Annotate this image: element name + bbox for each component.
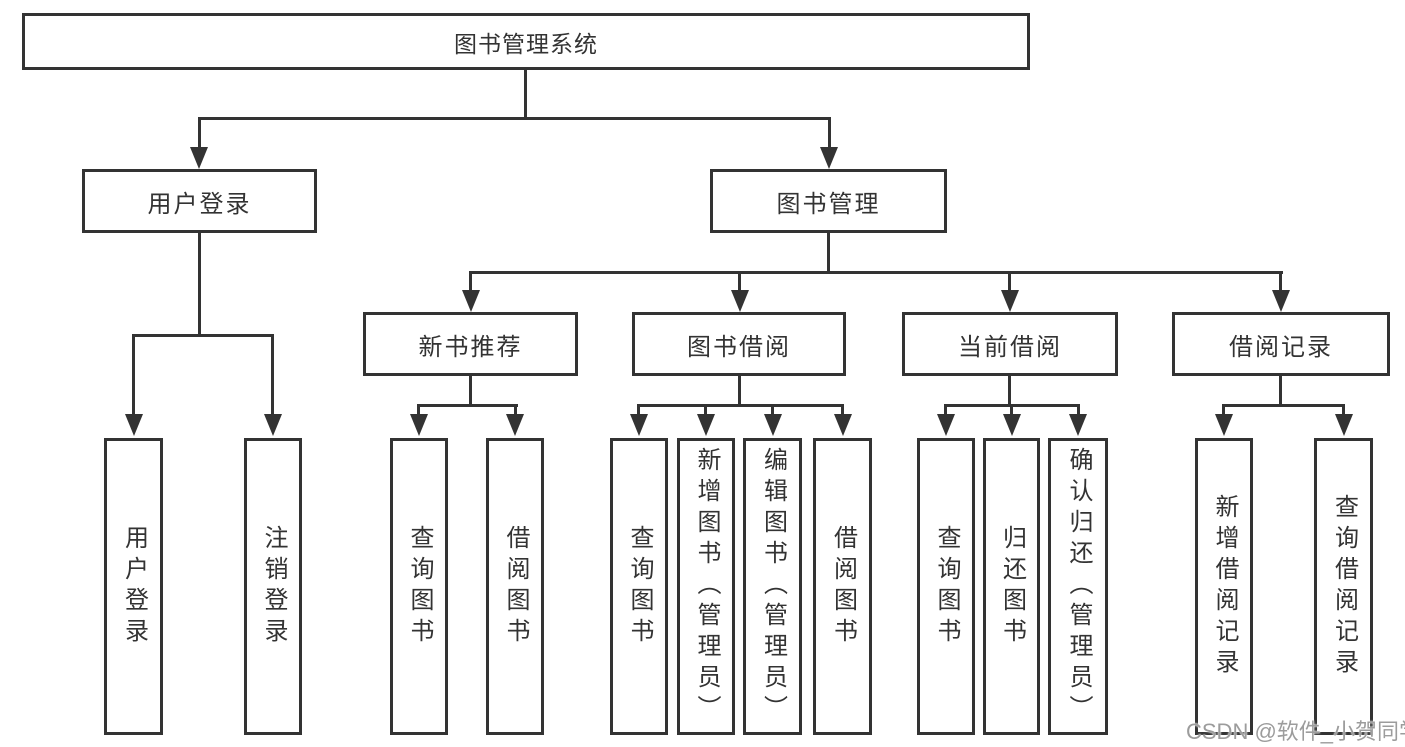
connector-line (1222, 404, 1345, 407)
arrow-down-icon (1069, 414, 1087, 436)
node-leaf-edit-books-admin: 编辑图书（管理员） (743, 438, 802, 735)
connector-line (1279, 271, 1282, 293)
node-leaf-borrow-books-recommend: 借阅图书 (486, 438, 544, 735)
node-new-book-recommendation: 新书推荐 (363, 312, 578, 376)
node-label: 查询图书 (933, 524, 960, 649)
connector-line (841, 404, 844, 417)
connector-line (198, 117, 831, 120)
connector-line (514, 404, 517, 417)
node-leaf-user-login: 用户登录 (104, 438, 163, 735)
arrow-down-icon (190, 147, 208, 169)
node-label: 注销登录 (260, 524, 287, 649)
arrow-down-icon (1001, 290, 1019, 312)
node-borrowing-records: 借阅记录 (1172, 312, 1390, 376)
arrow-down-icon (937, 414, 955, 436)
node-library-management-system: 图书管理系统 (22, 13, 1030, 70)
node-book-management: 图书管理 (710, 169, 947, 233)
arrow-down-icon (834, 414, 852, 436)
arrow-down-icon (1272, 290, 1290, 312)
node-leaf-logout: 注销登录 (244, 438, 302, 735)
connector-line (1222, 404, 1225, 417)
connector-line (132, 334, 135, 416)
node-label: 新增图书（管理员） (693, 447, 720, 726)
connector-line (637, 404, 844, 407)
connector-line (1008, 271, 1011, 293)
node-leaf-query-borrow-record: 查询借阅记录 (1314, 438, 1373, 735)
node-leaf-add-books-admin: 新增图书（管理员） (677, 438, 735, 735)
node-book-borrowing: 图书借阅 (632, 312, 846, 376)
arrow-down-icon (820, 147, 838, 169)
connector-line (1077, 404, 1080, 417)
node-user-login: 用户登录 (82, 169, 317, 233)
node-leaf-query-books-recommend: 查询图书 (390, 438, 448, 735)
connector-line (132, 334, 274, 337)
node-label: 图书借阅 (687, 333, 791, 361)
node-label: 用户登录 (120, 524, 148, 649)
connector-line (1008, 376, 1011, 406)
node-label: 借阅图书 (829, 524, 857, 649)
arrow-down-icon (1003, 414, 1021, 436)
node-label: 图书管理 (776, 190, 881, 218)
connector-line (738, 376, 741, 406)
node-leaf-query-books-current: 查询图书 (917, 438, 975, 735)
arrow-down-icon (462, 290, 480, 312)
arrow-down-icon (1335, 414, 1353, 436)
connector-line (417, 404, 420, 417)
connector-line (1279, 376, 1282, 406)
connector-line (198, 233, 201, 337)
node-leaf-query-books-borrowing: 查询图书 (610, 438, 668, 735)
connector-line (827, 233, 830, 274)
node-label: 新增借阅记录 (1211, 493, 1238, 680)
watermark: CSDN @软件_小贺同学 (1186, 719, 1405, 744)
node-leaf-borrow-books-borrowing: 借阅图书 (813, 438, 872, 735)
node-label: 当前借阅 (958, 333, 1062, 361)
node-label: 查询图书 (626, 524, 653, 649)
arrow-down-icon (410, 414, 428, 436)
connector-line (738, 271, 741, 293)
arrow-down-icon (264, 414, 282, 436)
node-label: 确认归还（管理员） (1065, 447, 1092, 726)
node-label: 图书管理系统 (454, 30, 598, 57)
connector-line (771, 404, 774, 417)
arrow-down-icon (125, 414, 143, 436)
arrow-down-icon (764, 414, 782, 436)
node-leaf-return-books: 归还图书 (983, 438, 1040, 735)
arrow-down-icon (731, 290, 749, 312)
connector-line (469, 271, 1283, 274)
node-leaf-confirm-return-admin: 确认归还（管理员） (1048, 438, 1108, 735)
arrow-down-icon (1215, 414, 1233, 436)
connector-line (417, 404, 518, 407)
connector-line (828, 117, 831, 149)
node-label: 新书推荐 (418, 333, 523, 361)
arrow-down-icon (697, 414, 715, 436)
connector-line (198, 117, 201, 149)
connector-line (1342, 404, 1345, 417)
node-current-borrowing: 当前借阅 (902, 312, 1118, 376)
connector-line (524, 70, 527, 119)
arrow-down-icon (630, 414, 648, 436)
node-label: 用户登录 (147, 190, 252, 218)
connector-line (469, 271, 472, 293)
arrow-down-icon (506, 414, 524, 436)
connector-line (1010, 404, 1013, 417)
connector-line (704, 404, 707, 417)
node-label: 借阅图书 (502, 524, 529, 649)
connector-line (469, 376, 472, 406)
connector-line (271, 334, 274, 416)
node-label: 归还图书 (998, 524, 1026, 649)
node-label: 借阅记录 (1229, 333, 1333, 361)
connector-line (637, 404, 640, 417)
node-label: 编辑图书（管理员） (759, 447, 787, 726)
node-label: 查询借阅记录 (1330, 493, 1358, 680)
node-leaf-add-borrow-record: 新增借阅记录 (1195, 438, 1253, 735)
node-label: 查询图书 (406, 524, 433, 649)
connector-line (944, 404, 947, 417)
